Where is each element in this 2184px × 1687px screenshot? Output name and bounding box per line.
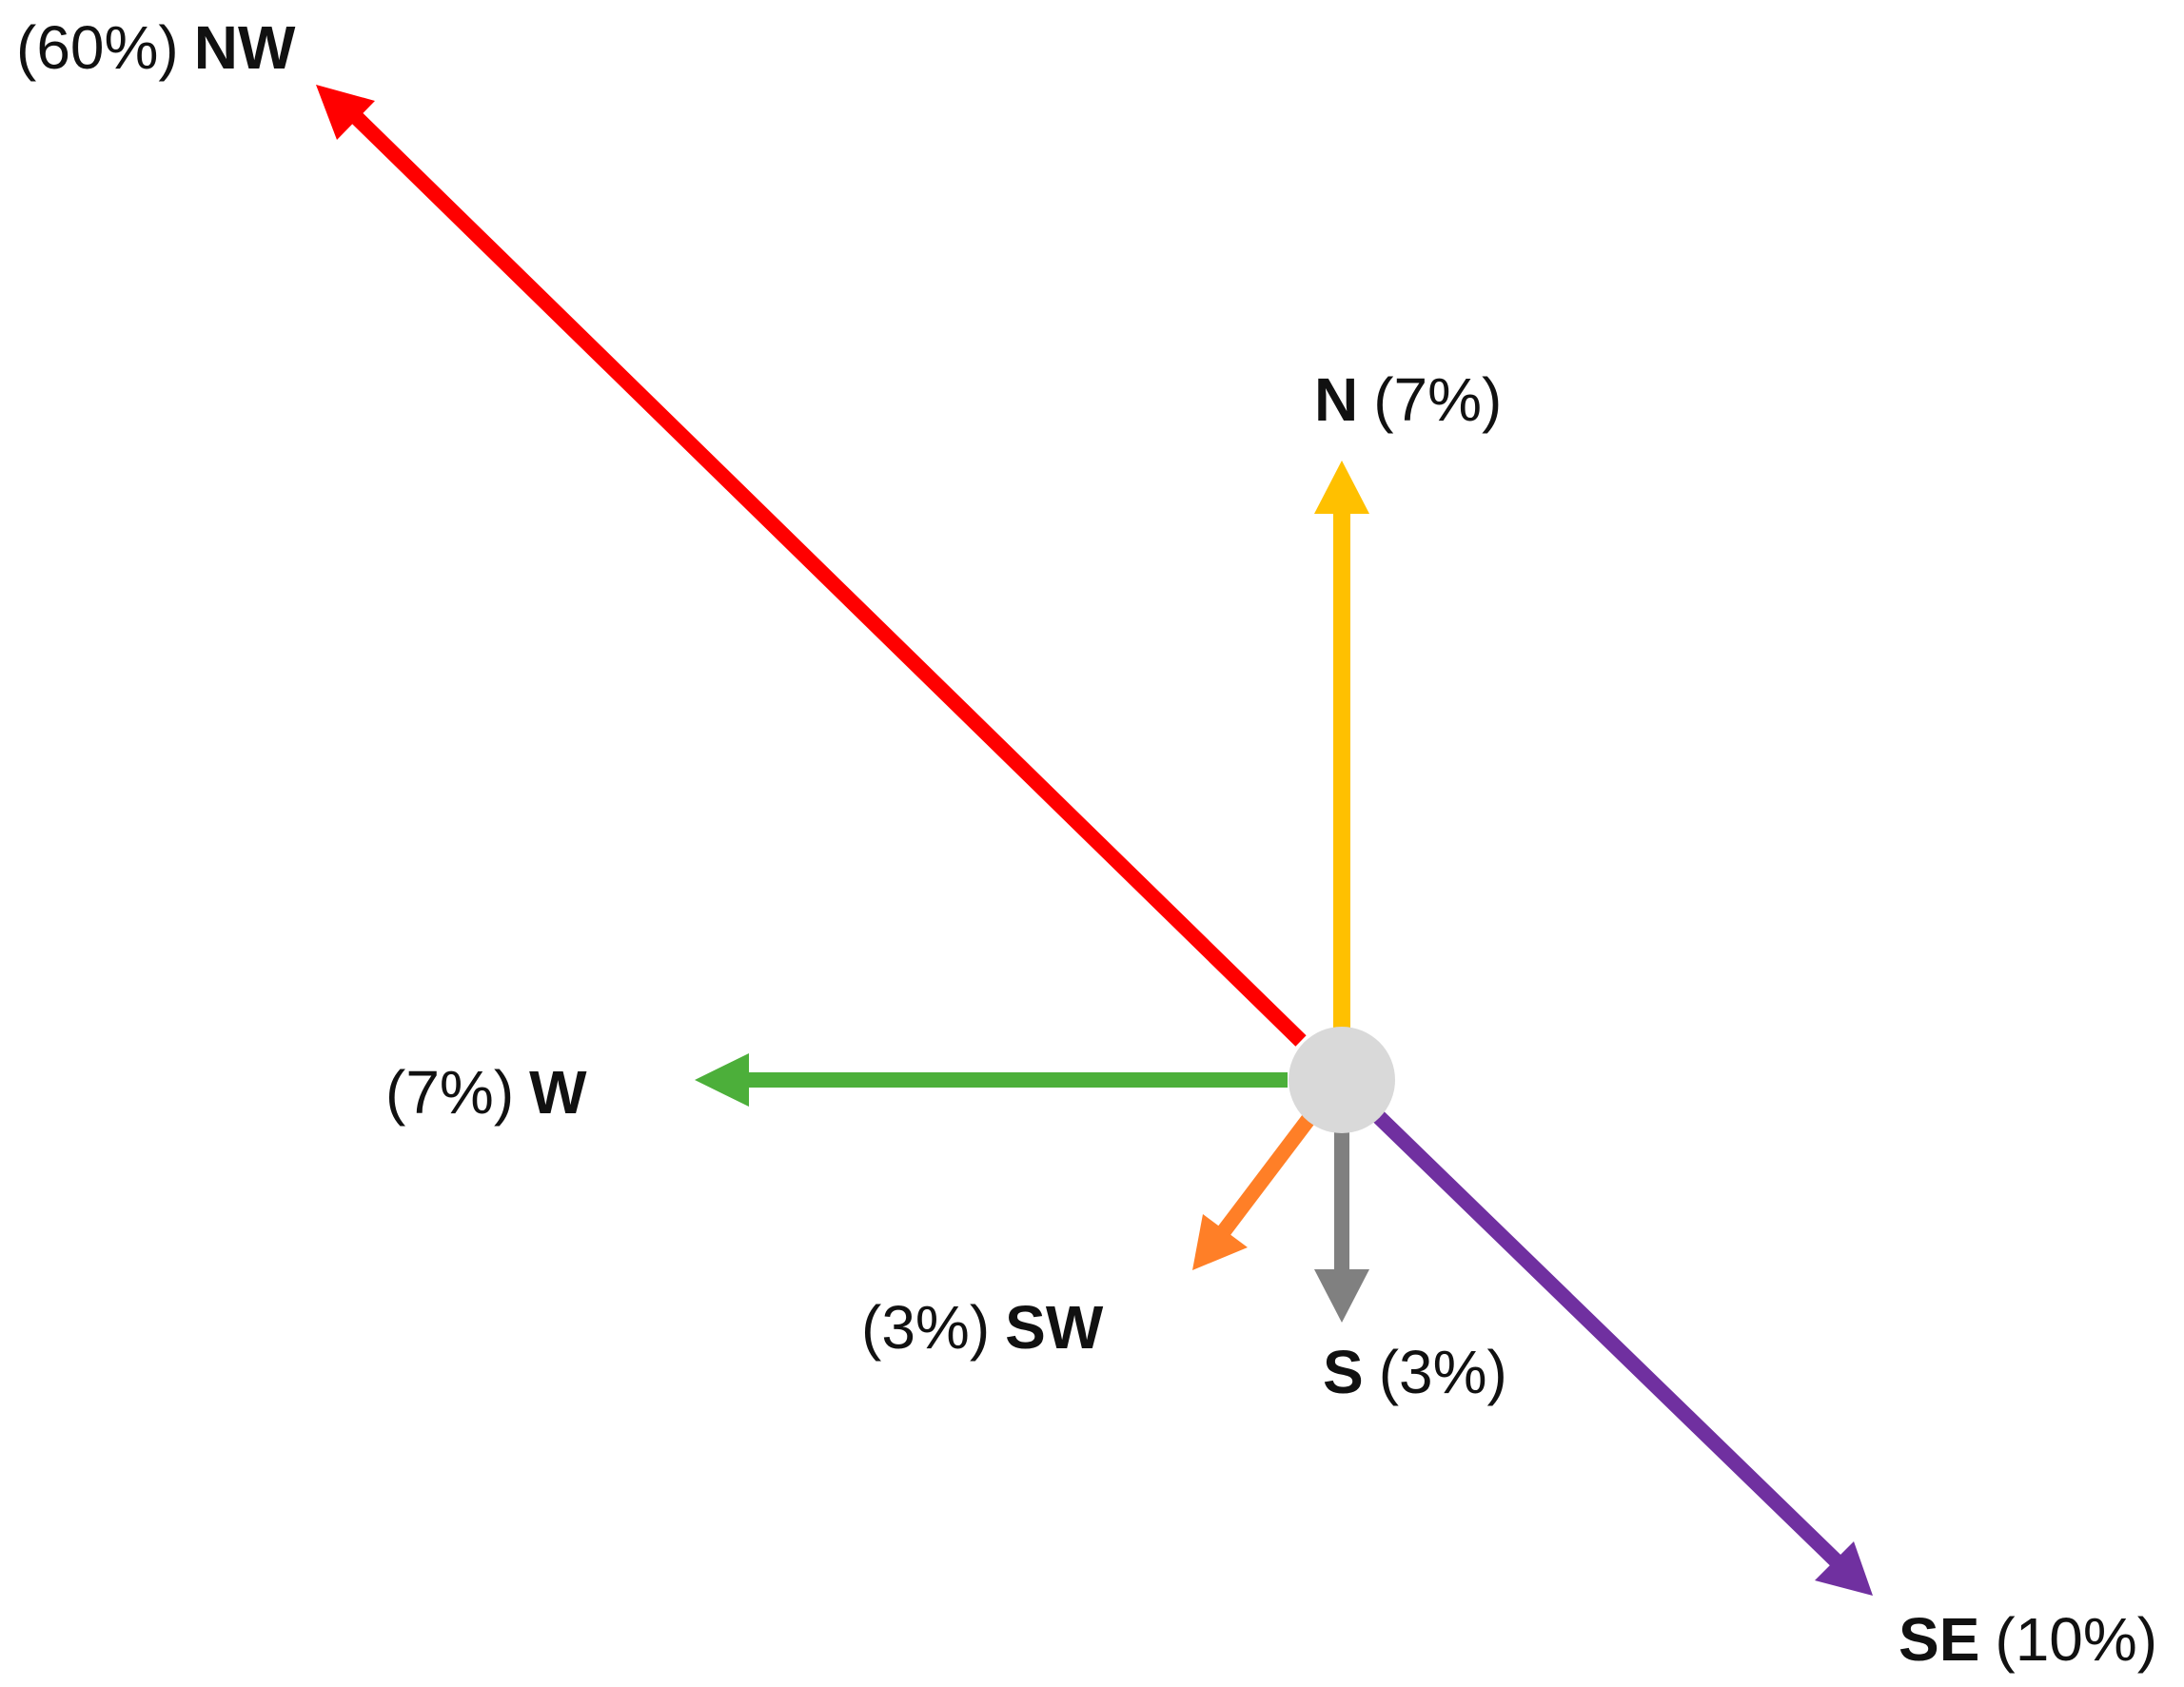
arrow-se (1371, 1109, 1873, 1596)
label-nw: (60%)NW (16, 13, 296, 82)
label-sw: (3%)SW (861, 1293, 1104, 1362)
label-s: S(3%) (1323, 1338, 1507, 1406)
arrow-w (695, 1053, 1288, 1107)
arrow-n-head (1314, 461, 1369, 514)
arrow-n (1314, 461, 1369, 1030)
arrow-s-head (1314, 1269, 1369, 1323)
center-node (1289, 1027, 1395, 1133)
arrow-sw-head (1192, 1214, 1248, 1270)
arrow-nw-shaft (344, 106, 1307, 1047)
label-se: SE(10%) (1899, 1605, 2157, 1674)
arrow-se-shaft (1371, 1109, 1844, 1569)
arrow-s (1314, 1128, 1369, 1323)
arrow-w-head (695, 1053, 749, 1107)
arrow-sw-shaft (1214, 1113, 1316, 1240)
arrow-nw (316, 85, 1307, 1047)
arrow-nw-head (316, 85, 375, 140)
label-w: (7%)W (385, 1058, 587, 1127)
arrow-se-head (1815, 1541, 1873, 1596)
arrow-sw (1192, 1113, 1316, 1270)
label-n: N(7%) (1314, 365, 1502, 434)
